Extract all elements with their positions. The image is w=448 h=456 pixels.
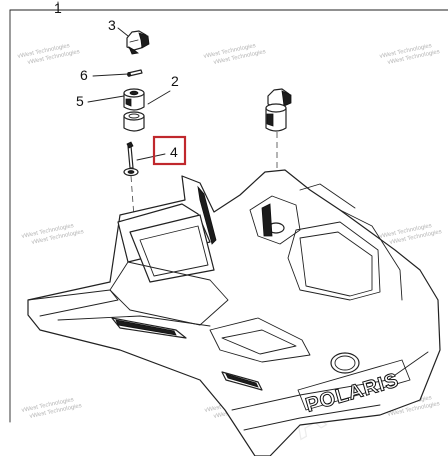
- leader-line-2: [147, 90, 171, 105]
- callout-4-highlight-box: [152, 135, 187, 166]
- part-4-fastener: [123, 141, 139, 177]
- leader-line-4: [136, 153, 166, 161]
- part-3-latch: [126, 30, 150, 55]
- callout-6: 6: [80, 67, 88, 83]
- leader-lines: [87, 27, 171, 161]
- callout-5: 5: [76, 93, 84, 109]
- part-5-bushing: [123, 88, 145, 111]
- part-6-pin: [127, 69, 143, 77]
- leader-line-5: [87, 95, 125, 103]
- diagram-frame: [9, 1, 448, 423]
- part-2-grommet: [123, 111, 145, 132]
- leader-line-3: [117, 27, 129, 37]
- fender-storage-panel: POLARIS: [27, 169, 441, 456]
- callout-labels: 1 2 3 4 5 6: [54, 0, 179, 160]
- callout-4: 4: [170, 144, 178, 160]
- callout-3: 3: [108, 17, 116, 33]
- leader-line-6: [92, 73, 129, 77]
- callout-1: 1: [54, 0, 62, 16]
- callout-2: 2: [171, 73, 179, 89]
